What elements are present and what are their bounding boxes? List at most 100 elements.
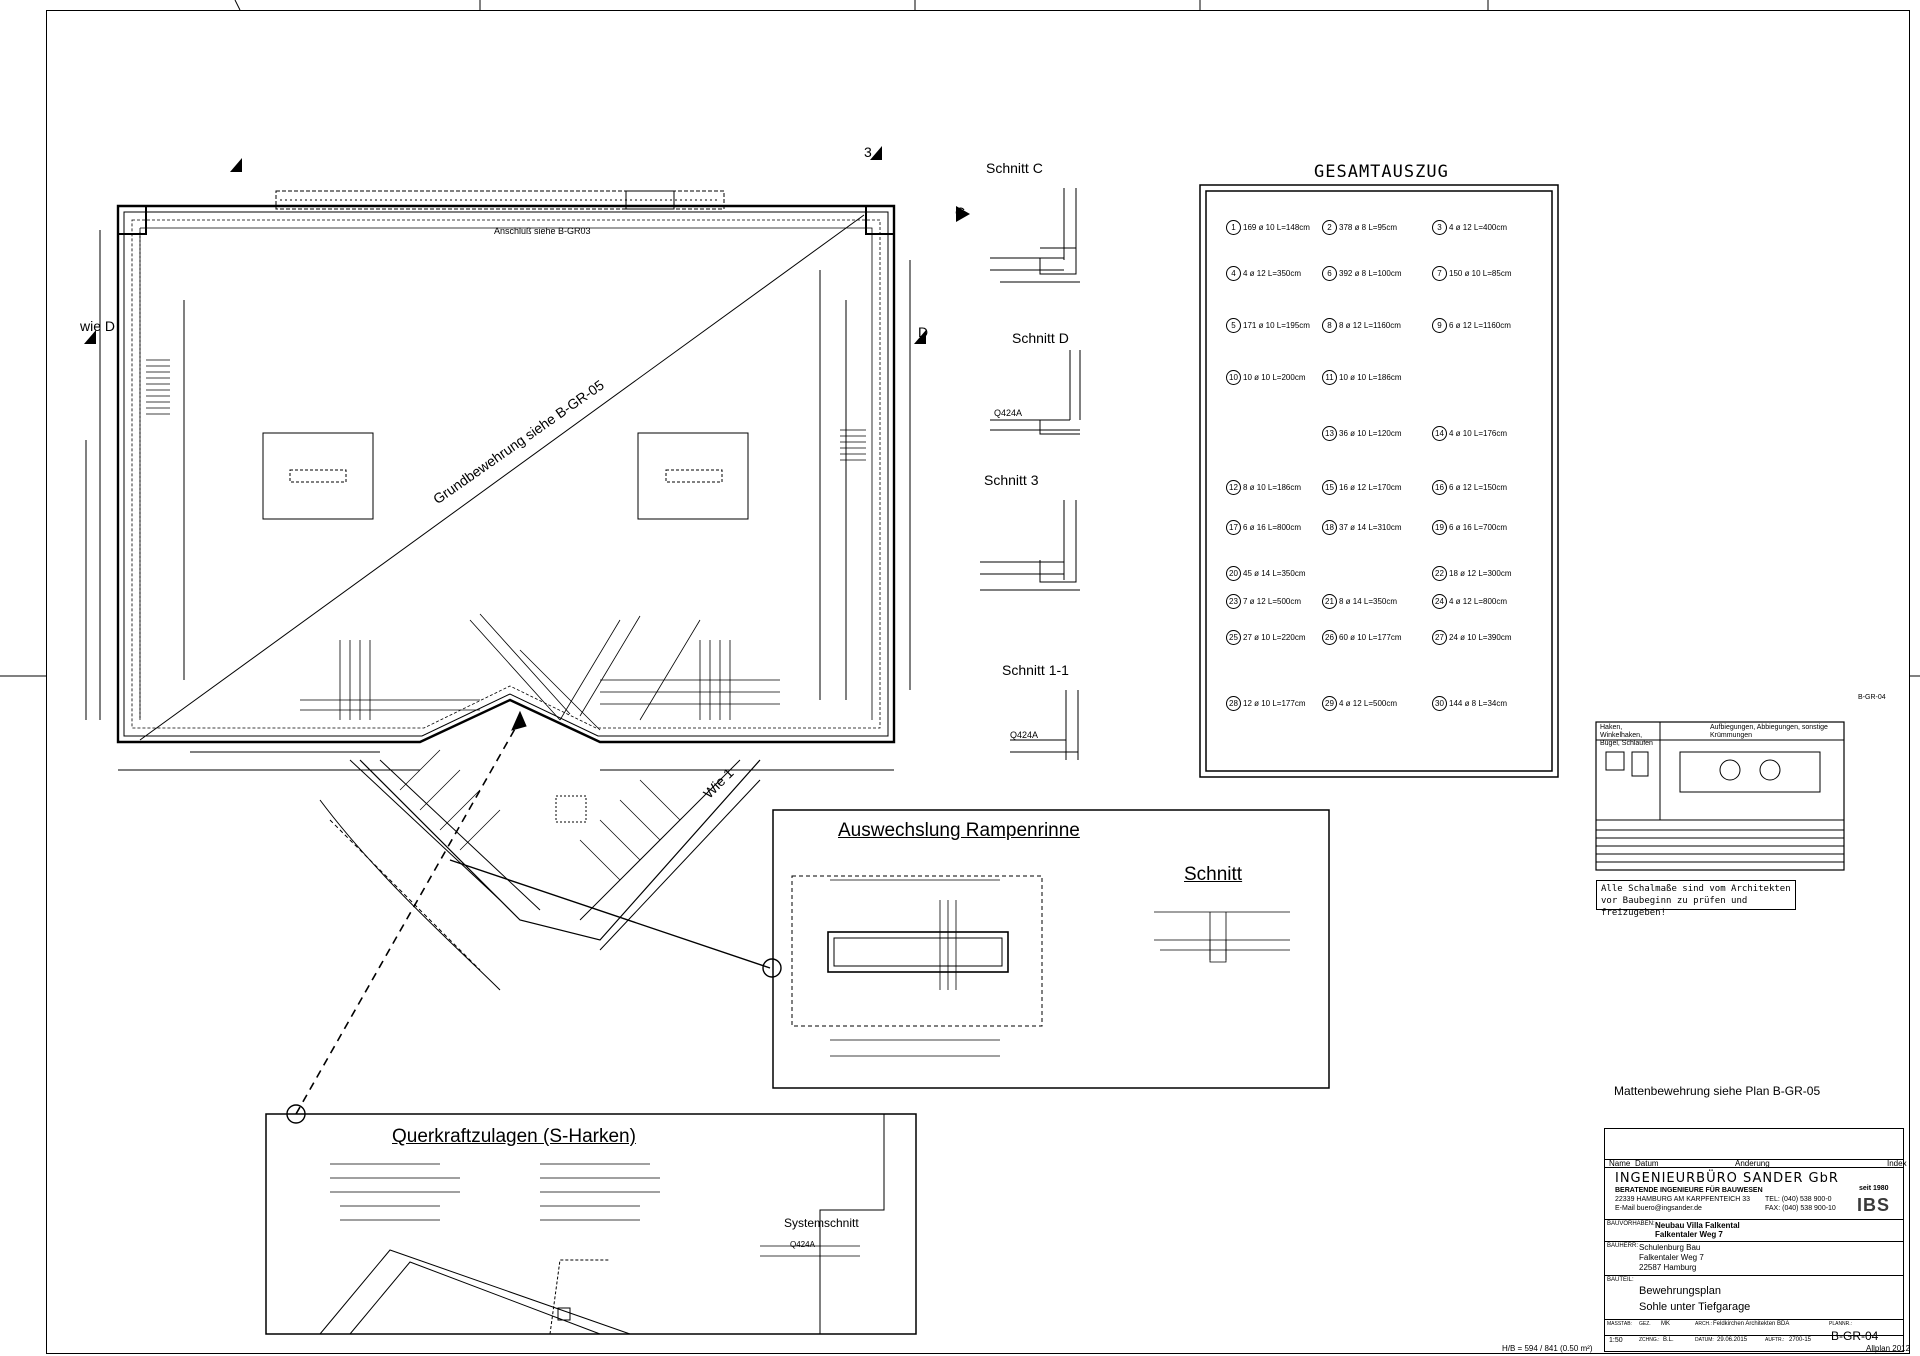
rampenrinne-schnitt-title: Schnitt: [1184, 864, 1243, 885]
bar-description: 36 ø 10 L=120cm: [1339, 429, 1402, 438]
bauteil-label: BAUTEIL:: [1607, 1277, 1634, 1283]
bar-number: 30: [1432, 696, 1447, 711]
section-3-marker: 3: [864, 144, 872, 160]
bar-number: 21: [1322, 594, 1337, 609]
bauherr-line1: Schulenburg Bau: [1639, 1243, 1701, 1252]
bar-description: 4 ø 12 L=800cm: [1449, 597, 1508, 606]
software-label: Allplan 2012: [1866, 1344, 1911, 1353]
auftr-label: AUFTR.:: [1765, 1337, 1785, 1343]
bar-description: 6 ø 12 L=1160cm: [1449, 321, 1511, 330]
firm-tel: TEL: (040) 538 900-0: [1765, 1196, 1832, 1203]
bar-number: 23: [1226, 594, 1241, 609]
firm-name: INGENIEURBÜRO SANDER GbR: [1615, 1171, 1839, 1186]
bauherr-label: BAUHERR:: [1607, 1243, 1639, 1249]
firm-logo: IBS: [1857, 1195, 1891, 1215]
bar-description: 10 ø 10 L=200cm: [1243, 373, 1306, 382]
bar-description: 4 ø 12 L=400cm: [1449, 223, 1508, 232]
bar-number: 14: [1432, 426, 1447, 441]
q424a-label-sys: Q424A: [790, 1240, 815, 1249]
bar-number: 5: [1226, 318, 1241, 333]
bar-description: 45 ø 14 L=350cm: [1243, 569, 1306, 578]
bar-number: 15: [1322, 480, 1337, 495]
schnitt-3-title: Schnitt 3: [984, 472, 1039, 488]
anschluss-label: Anschluß siehe B-GR03: [494, 226, 591, 236]
col-datum: Datum: [1635, 1159, 1659, 1168]
bar-number: 7: [1432, 266, 1447, 281]
bar-number: 18: [1322, 520, 1337, 535]
bar-description: 171 ø 10 L=195cm: [1243, 321, 1310, 330]
bar-number: 10: [1226, 370, 1241, 385]
bar-number: 20: [1226, 566, 1241, 581]
bar-description: 144 ø 8 L=34cm: [1449, 699, 1508, 708]
planr-value: B-GR-04: [1831, 1329, 1879, 1343]
bar-number: 16: [1432, 480, 1447, 495]
gez-label: GEZ.: [1639, 1321, 1651, 1327]
datum-label: DATUM:: [1695, 1337, 1714, 1343]
bar-description: 150 ø 10 L=85cm: [1449, 269, 1512, 278]
arch-label: ARCH.:: [1695, 1321, 1712, 1327]
datum-value: 29.06.2015: [1717, 1337, 1748, 1343]
bar-description: 4 ø 12 L=350cm: [1243, 269, 1302, 278]
bar-number: 3: [1432, 220, 1447, 235]
zchng-label: ZCHNG.:: [1639, 1337, 1660, 1343]
zchng-value: B.L.: [1663, 1337, 1674, 1343]
firm-subtitle: BERATENDE INGENIEURE FÜR BAUWESEN: [1615, 1187, 1763, 1194]
bar-description: 24 ø 10 L=390cm: [1449, 633, 1512, 642]
legend-left-text: Haken, Winkelhaken, Bügel, Schlaufen: [1600, 724, 1653, 747]
bauvorhaben-value: Neubau Villa Falkental: [1655, 1221, 1740, 1230]
bar-description: 12 ø 10 L=177cm: [1243, 699, 1306, 708]
bar-description: 392 ø 8 L=100cm: [1339, 269, 1402, 278]
bar-number: 22: [1432, 566, 1447, 581]
firm-email: E-Mail buero@ingsander.de: [1615, 1205, 1702, 1212]
bar-number: 27: [1432, 630, 1447, 645]
querkraft-title: Querkraftzulagen (S-Harken): [392, 1126, 636, 1147]
bauteil-line2: Sohle unter Tiefgarage: [1639, 1301, 1751, 1313]
massstab-value: 1:50: [1609, 1337, 1623, 1344]
bar-number: 17: [1226, 520, 1241, 535]
matten-note: Mattenbewehrung siehe Plan B-GR-05: [1614, 1084, 1821, 1098]
bar-description: 378 ø 8 L=95cm: [1339, 223, 1398, 232]
bauherr-line3: 22587 Hamburg: [1639, 1263, 1697, 1272]
architect-note: Alle Schalmaße sind vom Architekten vor …: [1596, 880, 1796, 918]
bar-description: 60 ø 10 L=177cm: [1339, 633, 1402, 642]
bar-description: 4 ø 10 L=176cm: [1449, 429, 1508, 438]
bar-number: 13: [1322, 426, 1337, 441]
rampenrinne-title: Auswechslung Rampenrinne: [838, 820, 1080, 841]
bar-number: 19: [1432, 520, 1447, 535]
bar-description: 8 ø 14 L=350cm: [1339, 597, 1398, 606]
schnitt-1-1-title: Schnitt 1-1: [1002, 662, 1069, 678]
bauvorhaben-value-2: Falkentaler Weg 7: [1655, 1230, 1723, 1239]
title-block: Name Datum Änderung Index INGENIEURBÜRO …: [1604, 1128, 1907, 1352]
bauherr-line2: Falkentaler Weg 7: [1639, 1253, 1704, 1262]
bar-description: 16 ø 12 L=170cm: [1339, 483, 1402, 492]
schnitt-c-title: Schnitt C: [986, 160, 1043, 176]
wie-d-label: wie D: [80, 318, 116, 334]
schnitt-d-title: Schnitt D: [1012, 330, 1069, 346]
bar-number: 4: [1226, 266, 1241, 281]
bar-description: 7 ø 12 L=500cm: [1243, 597, 1302, 606]
sheet-ref-label: B-GR-04: [1858, 694, 1886, 701]
firm-address: 22339 HAMBURG AM KARPFENTEICH 33: [1615, 1196, 1750, 1203]
bar-description: 27 ø 10 L=220cm: [1243, 633, 1306, 642]
